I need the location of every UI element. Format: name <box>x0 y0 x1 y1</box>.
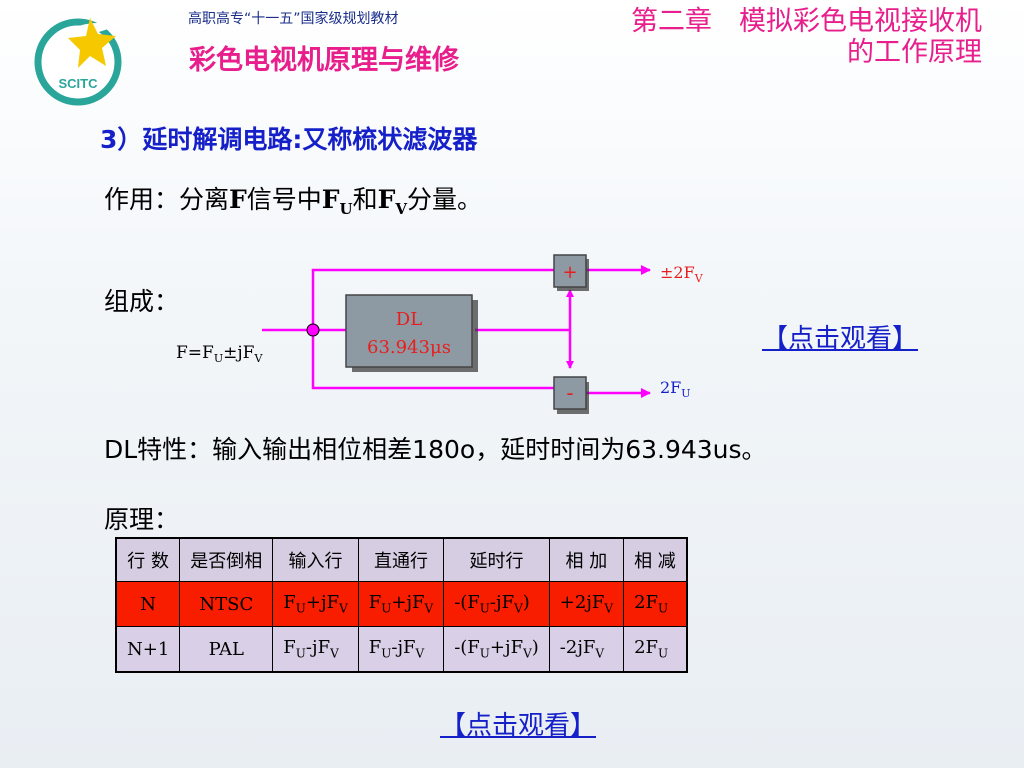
inversion-cell: PAL <box>179 626 274 673</box>
logo-text: SCITC <box>59 76 99 91</box>
function-text: 信号中 <box>246 185 322 214</box>
header-cell: 输入行 <box>272 537 359 582</box>
function-text: 和 <box>352 185 378 214</box>
section-heading: 3）延时解调电路:又称梳状滤波器 <box>100 125 478 154</box>
row-number-cell: N+1 <box>115 626 181 673</box>
series-label: 高职高专“十一五”国家级规划教材 <box>188 11 399 27</box>
direct-line-cell: FU+jFV <box>357 581 445 627</box>
sum-cell: +2jFV <box>548 581 625 627</box>
principle-label: 原理： <box>104 505 180 534</box>
difference-cell: 2FU <box>623 581 688 627</box>
scitc-logo: SCITC <box>34 18 124 106</box>
function-label: 作用： <box>104 185 180 214</box>
output-sum-label: ±2FV <box>660 263 704 285</box>
chapter-title-line2: 的工作原理 <box>847 37 982 68</box>
input-line-cell: FU+jFV <box>272 581 359 627</box>
watch-animation-link-bottom[interactable]: 【点击观看】 <box>440 711 597 741</box>
function-symbol-fu: F <box>321 185 340 214</box>
watch-animation-link[interactable]: 【点击观看】 <box>762 324 919 354</box>
header-cell: 直通行 <box>357 537 445 582</box>
header-cell: 是否倒相 <box>179 537 274 582</box>
delay-line-block <box>345 294 473 368</box>
adder-symbol: + <box>562 262 577 283</box>
signal-lines <box>262 265 651 398</box>
junction-node <box>306 323 320 337</box>
function-symbol-fv: F <box>377 185 396 214</box>
delay-line-cell: -(FU+jFV) <box>443 626 550 673</box>
header-cell: 相 加 <box>548 537 625 582</box>
function-sub-v: V <box>395 200 408 218</box>
input-line-cell: FU-jFV <box>272 626 359 673</box>
inversion-cell: NTSC <box>179 581 274 627</box>
subtractor-symbol: - <box>566 381 573 405</box>
chapter-title-line1: 第二章 模拟彩色电视接收机 <box>631 6 982 37</box>
book-title: 彩色电视机原理与维修 <box>189 45 459 76</box>
function-line: 作用：分离F信号中FU和FV分量。 <box>104 180 482 218</box>
input-signal-label: F=FU±jFV <box>176 343 263 365</box>
table-header-row: 行 数 是否倒相 输入行 直通行 延时行 相 加 相 减 <box>115 537 688 582</box>
row-number-cell: N <box>115 581 181 627</box>
dl-label: DL <box>396 309 422 330</box>
direct-path-top <box>311 268 554 330</box>
difference-cell: 2FU <box>623 626 688 673</box>
delay-line-cell: -(FU-jFV) <box>443 581 550 627</box>
subtractor-block <box>553 376 587 410</box>
function-symbol-f: F <box>229 185 247 214</box>
header-cell: 相 减 <box>623 537 688 582</box>
function-text: 分量。 <box>407 185 483 214</box>
header-cell: 行 数 <box>115 537 181 582</box>
function-text: 分离 <box>179 185 230 214</box>
star-icon <box>68 18 116 68</box>
chapter-title: 第二章 模拟彩色电视接收机 的工作原理 <box>500 6 982 68</box>
composition-label: 组成： <box>104 287 180 316</box>
direct-line-cell: FU-jFV <box>357 626 445 673</box>
adder-block <box>553 254 587 288</box>
dl-time: 63.943μs <box>367 337 451 358</box>
direct-path-bottom <box>311 330 554 390</box>
table-row: N NTSC FU+jFV FU+jFV -(FU-jFV) +2jFV 2FU <box>115 581 688 627</box>
sum-cell: -2jFV <box>548 626 625 673</box>
principle-table: 行 数 是否倒相 输入行 直通行 延时行 相 加 相 减 N NTSC FU+j… <box>115 537 688 673</box>
dl-property: DL特性：输入输出相位相差180o，延时时间为63.943us。 <box>104 435 767 464</box>
output-diff-label: 2FU <box>660 378 691 400</box>
function-sub-u: U <box>339 200 353 218</box>
header-cell: 延时行 <box>443 537 550 582</box>
table-row: N+1 PAL FU-jFV FU-jFV -(FU+jFV) -2jFV 2F… <box>115 626 688 673</box>
